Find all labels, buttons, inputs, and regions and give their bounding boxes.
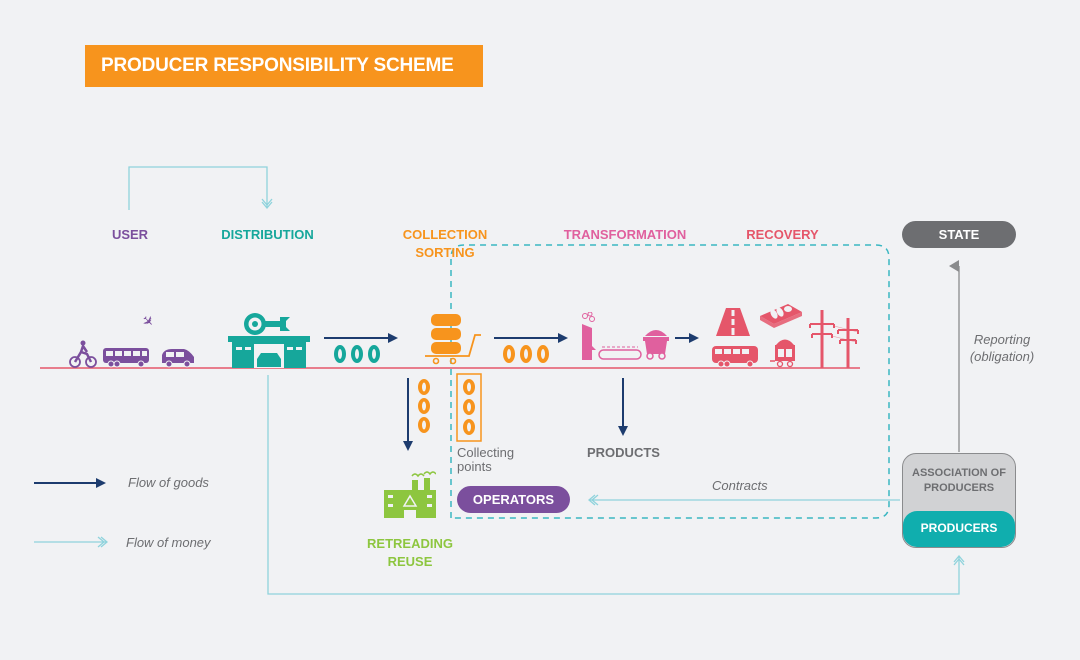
conveyor-icon (598, 346, 642, 360)
stage-user: USER (111, 227, 149, 242)
collecting-points-line2: points (457, 459, 492, 474)
collecting-points-label: Collecting points (457, 446, 514, 474)
stage-transformation: TRANSFORMATION (563, 227, 687, 242)
stage-distribution: DISTRIBUTION (221, 227, 314, 242)
collecting-points-icon (456, 373, 482, 442)
association-line1: ASSOCIATION OF (912, 467, 1006, 479)
bus-icon (712, 346, 758, 368)
operators-pill: OPERATORS (457, 486, 570, 513)
collecting-points-line1: Collecting (457, 445, 515, 460)
stage-collection-line1: COLLECTION (402, 227, 488, 242)
bus-icon (103, 348, 149, 368)
tires-icon (334, 345, 380, 363)
retreading-label: RETREADING REUSE (355, 535, 465, 571)
recycling-factory-icon (384, 471, 436, 518)
contracts-label: Contracts (712, 478, 768, 493)
tires-icon (418, 379, 430, 433)
mine-cart-icon (643, 330, 669, 360)
stage-recovery: RECOVERY (746, 227, 819, 242)
bicycle-icon (69, 340, 97, 368)
tires-icon (503, 345, 549, 363)
rubber-mat-icon (760, 304, 802, 328)
reporting-line2: (obligation) (969, 349, 1035, 364)
stage-collection: COLLECTION SORTING (385, 226, 505, 262)
retreading-line2: REUSE (387, 554, 433, 569)
stage-collection-line2: SORTING (415, 245, 475, 260)
car-icon (162, 349, 194, 368)
tire-stack-cart-icon (425, 314, 481, 365)
producers-pill: PRODUCERS (903, 511, 1015, 547)
operators-dashed-border (450, 244, 890, 519)
cart-icon (770, 339, 795, 368)
page-title: PRODUCER RESPONSIBILITY SCHEME (85, 45, 483, 87)
legend-money-label: Flow of money (126, 535, 211, 550)
money-arrow-user-to-distribution (128, 166, 267, 210)
road-icon (716, 308, 750, 336)
reporting-label: Reporting (obligation) (962, 331, 1042, 365)
shredder-icon (582, 312, 596, 360)
retreading-line1: RETREADING (367, 536, 453, 551)
tire-shop-icon (228, 313, 310, 368)
association-label: ASSOCIATION OF PRODUCERS (903, 454, 1015, 496)
power-pylon-icon (809, 310, 859, 368)
association-line2: PRODUCERS (923, 482, 995, 494)
state-pill: STATE (902, 221, 1016, 248)
reporting-line1: Reporting (973, 332, 1031, 347)
association-of-producers-box: ASSOCIATION OF PRODUCERS PRODUCERS (902, 453, 1016, 548)
legend-goods-label: Flow of goods (128, 475, 209, 490)
products-label: PRODUCTS (587, 445, 660, 460)
money-arrow-distribution-to-producers (267, 375, 959, 595)
